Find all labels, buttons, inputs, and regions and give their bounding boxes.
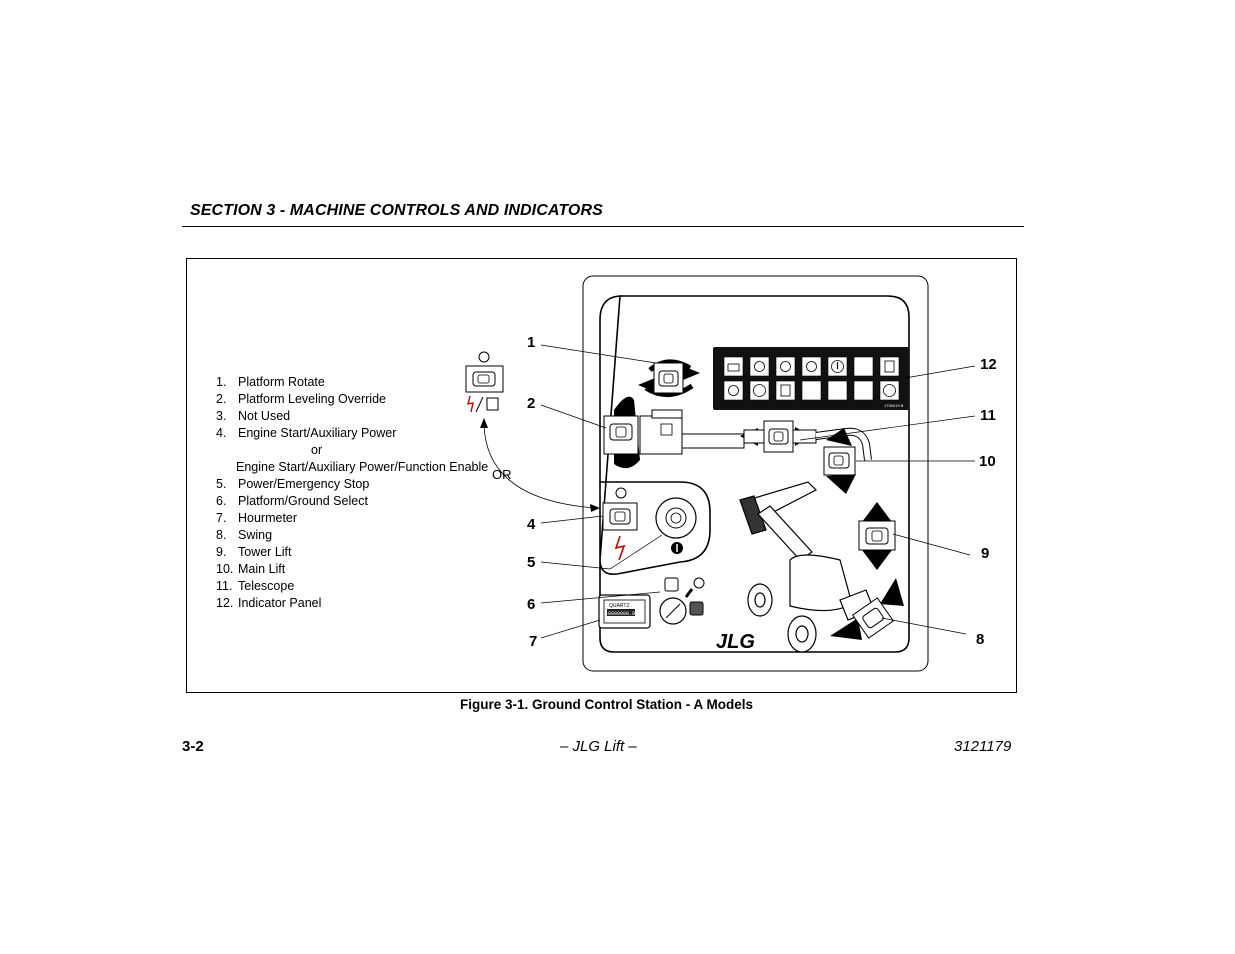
telescope-switch (740, 420, 872, 461)
boom-machine-illustration (739, 481, 875, 653)
legend-num: 2. (216, 392, 227, 406)
legend-text: Telescope (238, 579, 295, 593)
legend-num: 1. (216, 375, 227, 389)
swing-switch (830, 578, 904, 640)
or-label: OR (492, 467, 512, 482)
legend-text: Hourmeter (238, 511, 298, 525)
legend-text: Not Used (238, 409, 291, 423)
hourmeter-reading: 0000000.0 (608, 611, 635, 617)
figure-caption: Figure 3-1. Ground Control Station - A M… (0, 697, 1235, 712)
section-title: SECTION 3 - MACHINE CONTROLS AND INDICAT… (190, 202, 603, 219)
hourmeter: QUARTZ 0000000.0 (598, 594, 651, 629)
legend-text: Engine Start/Auxiliary Power/Function En… (236, 460, 489, 474)
figure-caption-text: Figure 3-1. Ground Control Station - A M… (460, 697, 753, 712)
legend-text: Indicator Panel (238, 596, 322, 610)
power-emergency-stop (655, 497, 697, 554)
engine-start-switch (602, 487, 638, 561)
legend-num: 10. (216, 562, 234, 576)
callout-4: 4 (527, 516, 536, 533)
jlg-logo: JLG (716, 631, 755, 653)
header-rule (182, 226, 1024, 227)
legend-text: Tower Lift (238, 545, 292, 559)
legend-text: or (311, 443, 323, 457)
legend-num: 7. (216, 511, 227, 525)
leader-lines (540, 344, 976, 639)
legend-num: 5. (216, 477, 227, 491)
legend-num: 11. (216, 579, 233, 593)
callout-1: 1 (527, 334, 535, 351)
legend-text: Main Lift (238, 562, 286, 576)
callout-5: 5 (527, 554, 535, 571)
legend-text: Swing (238, 528, 273, 542)
callout-10: 10 (979, 453, 996, 470)
legend-text: Engine Start/Auxiliary Power (238, 426, 397, 440)
panel-top-corner (599, 295, 623, 482)
legend-num: 3. (216, 409, 227, 423)
page-number: 3-2 (182, 738, 204, 755)
platform-rotate-switch (638, 359, 700, 397)
doc-number: 3121179 (954, 738, 1012, 755)
callout-7: 7 (529, 633, 537, 650)
callout-9: 9 (981, 545, 989, 562)
footer-title: – JLG Lift – (560, 738, 637, 755)
figure-frame (186, 258, 1017, 693)
main-lift-switch (823, 428, 856, 494)
or-arrow (483, 423, 597, 509)
alternate-key-switch (465, 351, 504, 413)
callout-11: 11 (980, 407, 996, 424)
callout-8: 8 (976, 631, 984, 648)
legend-num: 12. (216, 596, 234, 610)
platform-leveling-switch (603, 396, 745, 469)
platform-ground-select (659, 577, 705, 625)
hourmeter-brand: QUARTZ (609, 603, 629, 609)
legend-num: 6. (216, 494, 227, 508)
indicator-panel-code: 1706019 B (884, 403, 904, 408)
indicator-panel: 1706019 B (713, 347, 909, 410)
legend-text: Platform Leveling Override (238, 392, 386, 406)
callout-6: 6 (527, 596, 535, 613)
legend-text: Platform Rotate (238, 375, 325, 389)
legend-num: 9. (216, 545, 227, 559)
tower-lift-switch (858, 502, 896, 570)
legend-text: Platform/Ground Select (238, 494, 368, 508)
control-box-outline (582, 275, 929, 672)
callout-12: 12 (980, 356, 997, 373)
legend-num: 4. (216, 426, 227, 440)
legend-num: 8. (216, 528, 227, 542)
legend-text: Power/Emergency Stop (238, 477, 370, 491)
callout-2: 2 (527, 395, 535, 412)
